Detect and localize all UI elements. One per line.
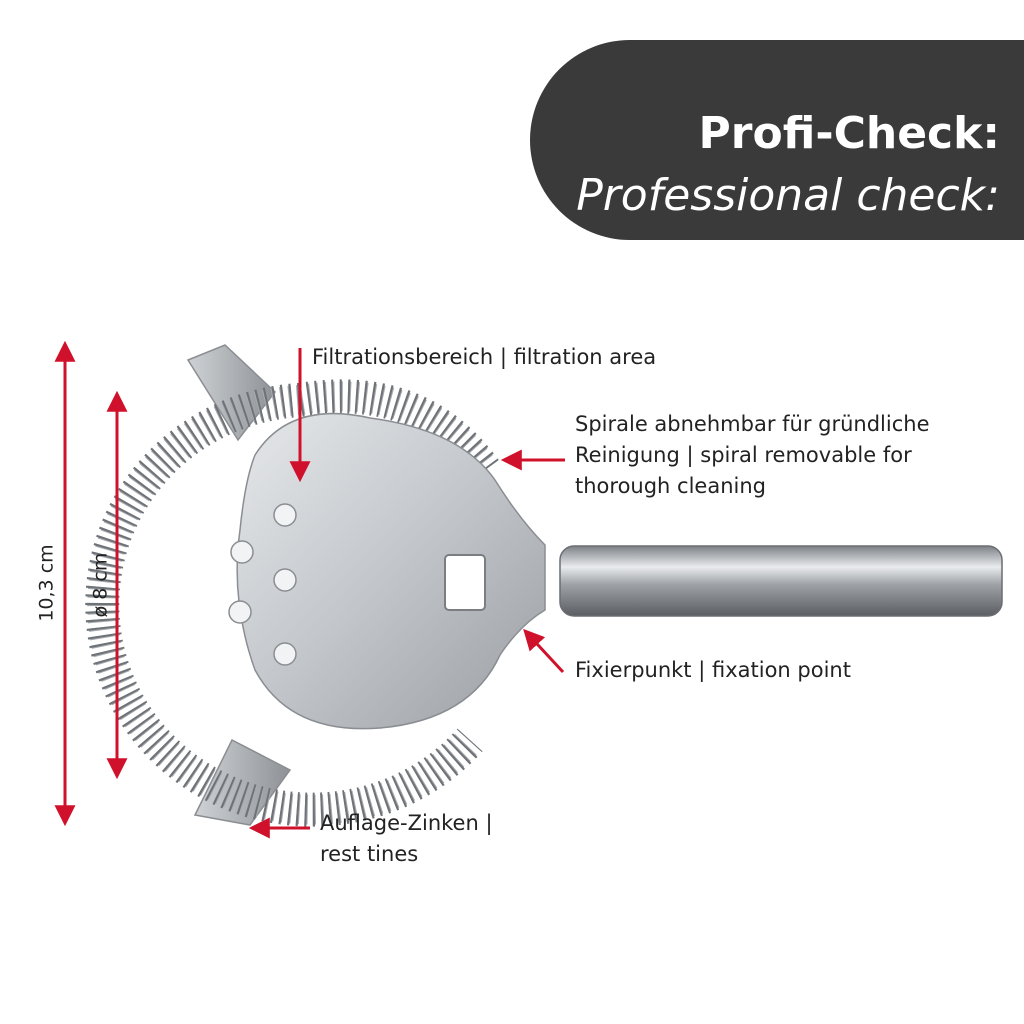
spiral-label-line2: Reinigung | spiral removable for: [575, 443, 912, 467]
fixation-label: Fixierpunkt | fixation point: [575, 658, 851, 682]
spiral-label-line3: thorough cleaning: [575, 474, 766, 498]
fixation-arrow: [523, 628, 565, 674]
spiral-label-line1: Spirale abnehmbar für gründliche: [575, 412, 930, 436]
diameter-label: ø 8 cm: [89, 552, 112, 618]
height-label: 10,3 cm: [35, 544, 58, 622]
header-banner: Profi-Check: Professional check:: [530, 40, 1024, 240]
tines-label-line1: Auflage-Zinken |: [320, 811, 493, 835]
tines-label-line2: rest tines: [320, 842, 419, 866]
spiral-spring: [85, 379, 499, 827]
banner-subtitle: Professional check:: [576, 170, 1000, 221]
strainer-handle: [559, 545, 1003, 617]
filtration-label: Filtrationsbereich | filtration area: [312, 345, 657, 369]
strainer-plate: [228, 412, 546, 730]
banner-title: Profi-Check:: [698, 108, 1000, 159]
